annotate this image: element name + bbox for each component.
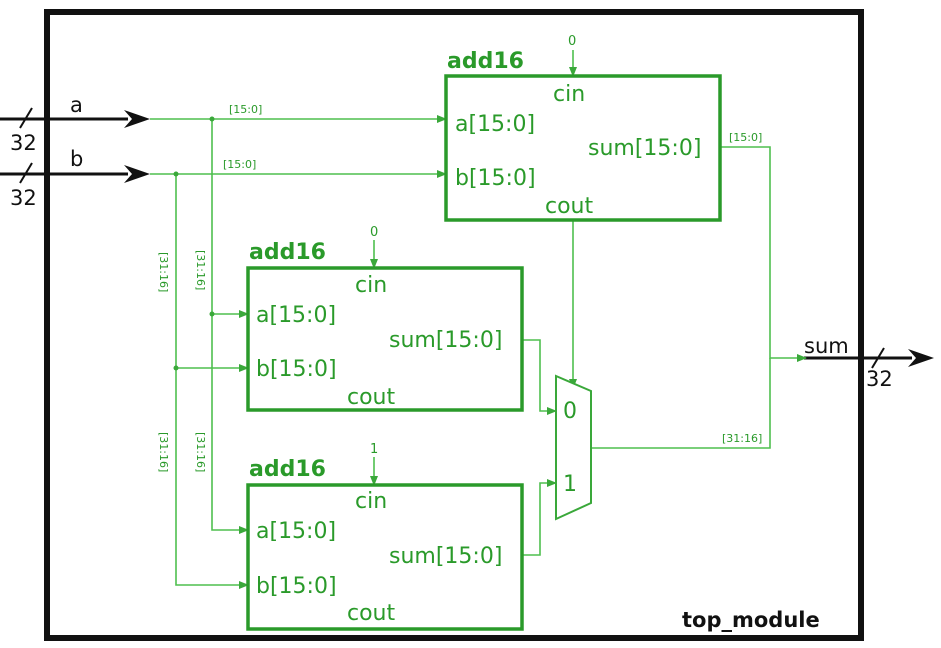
junctions [173, 116, 215, 371]
adder-middle-sum: sum[15:0] [389, 328, 502, 353]
adder-middle[interactable]: add16 0 cin a[15:0] sum[15:0] b[15:0] co… [246, 225, 524, 412]
mux-input-1-label: 1 [563, 472, 577, 497]
input-a-width: 32 [10, 131, 37, 155]
adder-bottom[interactable]: add16 1 cin a[15:0] sum[15:0] b[15:0] co… [246, 442, 524, 631]
adder-top-title: add16 [447, 49, 524, 74]
input-a: a 32 [0, 93, 150, 155]
module-name: top_module [682, 608, 820, 632]
input-b: b 32 [0, 147, 150, 210]
adder-bottom-a: a[15:0] [256, 519, 336, 544]
bus-labels: [15:0] [15:0] [15:0] [31:16] [31:16] [31… [157, 103, 762, 472]
adder-middle-b: b[15:0] [256, 357, 337, 382]
adder-middle-cout: cout [347, 385, 395, 410]
adder-top[interactable]: add16 0 cin a[15:0] sum[15:0] b[15:0] co… [444, 34, 722, 222]
adder-bottom-cin-value: 1 [370, 442, 378, 457]
output-sum: sum 32 [804, 334, 934, 391]
adder-bottom-b: b[15:0] [256, 574, 337, 599]
bus-label-b-high-2: [31:16] [157, 432, 170, 472]
input-a-name: a [70, 93, 83, 117]
output-sum-width: 32 [866, 367, 893, 391]
input-b-width: 32 [10, 186, 37, 210]
adder-middle-cin: cin [355, 273, 387, 298]
bus-label-a-low: [15:0] [229, 103, 262, 116]
adder-bottom-sum: sum[15:0] [389, 544, 502, 569]
wires [150, 50, 807, 589]
adder-bottom-title: add16 [249, 457, 326, 482]
input-b-name: b [70, 147, 83, 171]
bus-label-b-high-1: [31:16] [157, 252, 170, 292]
adder-middle-a: a[15:0] [256, 303, 336, 328]
bus-label-b-low: [15:0] [223, 158, 256, 171]
mux-input-0-label: 0 [563, 399, 577, 424]
adder-bottom-cin: cin [355, 489, 387, 514]
top-module-frame [44, 9, 864, 641]
bus-label-a-high-1: [31:16] [194, 250, 207, 290]
adder-top-sum: sum[15:0] [588, 136, 701, 161]
adder-top-b: b[15:0] [455, 166, 536, 191]
adder-middle-title: add16 [249, 240, 326, 265]
adder-top-cin: cin [553, 82, 585, 107]
bus-label-sum-low: [15:0] [729, 131, 762, 144]
adder-top-a: a[15:0] [455, 112, 535, 137]
adder-top-cout: cout [545, 194, 593, 219]
multiplexer[interactable]: 0 1 [555, 374, 592, 521]
adder-top-cin-value: 0 [568, 34, 576, 49]
output-sum-name: sum [804, 334, 849, 358]
adder-bottom-cout: cout [347, 601, 395, 626]
adder-middle-cin-value: 0 [370, 225, 378, 240]
bus-label-sum-high: [31:16] [722, 432, 762, 445]
bus-label-a-high-2: [31:16] [194, 432, 207, 472]
